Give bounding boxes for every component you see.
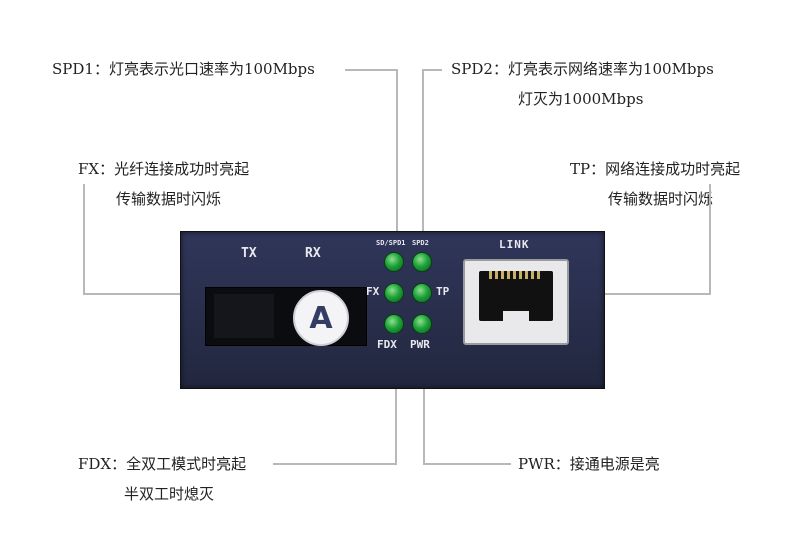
rj45-pins bbox=[489, 271, 543, 279]
port-a-letter: A bbox=[309, 300, 333, 336]
spd1-callout-text: SPD1：灯亮表示光口速率为100Mbps bbox=[52, 60, 315, 78]
spd1-leader-v bbox=[396, 69, 398, 241]
spd2-callout-line1: SPD2：灯亮表示网络速率为100Mbps bbox=[451, 60, 714, 78]
pwr-leader-h bbox=[423, 463, 511, 465]
fdx-callout-line1: FDX：全双工模式时亮起 bbox=[78, 455, 247, 473]
link-label: LINK bbox=[499, 238, 530, 251]
fx-leader-v bbox=[83, 184, 85, 295]
spd1-leader-h bbox=[345, 69, 397, 71]
fx-callout-line1: FX：光纤连接成功时亮起 bbox=[78, 160, 250, 178]
spd2-led bbox=[412, 252, 432, 272]
pwr-leader-v bbox=[423, 352, 425, 465]
fdx-led-label: FDX bbox=[377, 338, 397, 351]
pwr-led bbox=[412, 314, 432, 334]
fdx-callout: FDX：全双工模式时亮起 半双工时熄灭 bbox=[78, 449, 246, 509]
spd2-callout-line2: 灯灭为1000Mbps bbox=[518, 90, 644, 108]
rx-label: RX bbox=[305, 246, 321, 261]
tp-callout-line1: TP：网络连接成功时亮起 bbox=[570, 160, 741, 178]
tp-leader-v bbox=[709, 184, 711, 295]
spd2-callout: SPD2：灯亮表示网络速率为100Mbps 灯灭为1000Mbps bbox=[451, 54, 714, 114]
fdx-leader-h bbox=[273, 463, 397, 465]
fx-led-label: FX bbox=[366, 285, 380, 298]
pwr-callout: PWR：接通电源是亮 bbox=[518, 449, 660, 479]
fiber-port-recess bbox=[214, 294, 274, 338]
fdx-led bbox=[384, 314, 404, 334]
tx-label: TX bbox=[241, 246, 257, 261]
spd1-callout: SPD1：灯亮表示光口速率为100Mbps bbox=[52, 54, 315, 84]
fdx-leader-v bbox=[395, 352, 397, 465]
fx-callout: FX：光纤连接成功时亮起 传输数据时闪烁 bbox=[78, 154, 249, 214]
spd1-led bbox=[384, 252, 404, 272]
tp-led-label: TP bbox=[436, 285, 450, 298]
tp-led bbox=[412, 283, 432, 303]
pwr-led-label: PWR bbox=[410, 338, 430, 351]
fx-led bbox=[384, 283, 404, 303]
spd2-leader-v bbox=[422, 69, 424, 241]
rj45-port[interactable] bbox=[463, 259, 569, 345]
rj45-socket bbox=[479, 271, 553, 325]
tp-callout-line2: 传输数据时闪烁 bbox=[608, 190, 714, 208]
port-a-badge: A bbox=[293, 290, 349, 346]
rj45-latch bbox=[503, 311, 529, 325]
spd2-leader-h bbox=[422, 69, 442, 71]
fdx-callout-line2: 半双工时熄灭 bbox=[124, 485, 215, 503]
pwr-callout-text: PWR：接通电源是亮 bbox=[518, 455, 660, 473]
fx-callout-line2: 传输数据时闪烁 bbox=[116, 190, 222, 208]
sd-spd1-label: SD/SPD1 bbox=[376, 239, 406, 247]
tp-callout: TP：网络连接成功时亮起 传输数据时闪烁 bbox=[570, 154, 740, 214]
spd2-label: SPD2 bbox=[412, 239, 429, 247]
